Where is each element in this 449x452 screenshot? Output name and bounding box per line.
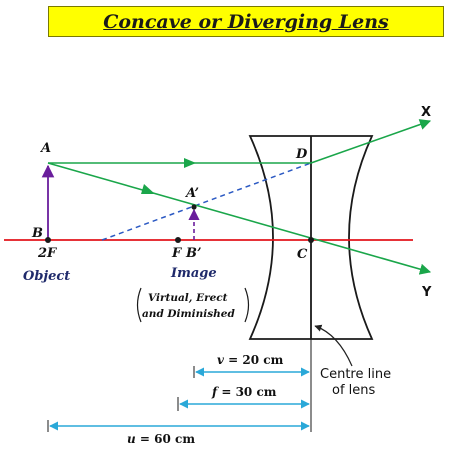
point-2f-dot (45, 237, 51, 243)
label-c: C (297, 247, 308, 262)
virtual-ray-extension (101, 162, 312, 241)
label-2f: 2F (37, 246, 57, 261)
parallel-ray-arrow (184, 158, 196, 168)
diagram-title: Concave or Diverging Lens (103, 10, 389, 33)
note-bracket-left (136, 287, 142, 323)
label-a: A (39, 141, 51, 156)
f-dimension-label: f = 30 cm (211, 385, 277, 399)
point-f-dot (175, 237, 181, 243)
label-b-prime: B’ (185, 246, 202, 261)
label-d: D (295, 147, 308, 162)
u-dimension-label: u = 60 cm (127, 432, 195, 446)
label-x: X (421, 105, 431, 120)
central-ray (47, 162, 432, 275)
refracted-ray-x (310, 119, 432, 164)
label-f: F (171, 246, 182, 261)
f-value: = 30 cm (217, 385, 277, 399)
point-c-dot (308, 237, 314, 243)
centre-line-caption-2: of lens (332, 383, 376, 398)
label-a-prime: A’ (184, 186, 199, 201)
title-banner: Concave or Diverging Lens (48, 6, 444, 37)
v-dimension-label: v = 20 cm (217, 353, 284, 367)
v-value: = 20 cm (224, 353, 284, 367)
label-b: B (31, 226, 43, 241)
f-variable: f (211, 385, 219, 399)
central-ray-arrow (141, 184, 155, 194)
centre-line-caption-1: Centre line (320, 367, 391, 382)
point-a-prime-dot (191, 204, 197, 210)
concave-lens (248, 135, 374, 340)
u-value: = 60 cm (136, 432, 196, 446)
centre-line-pointer (314, 324, 353, 367)
object-caption: Object (23, 269, 70, 284)
image-nature-line-1: Virtual, Erect (148, 292, 228, 304)
image-caption: Image (170, 266, 217, 281)
note-bracket-right (244, 287, 250, 323)
u-variable: u (127, 432, 136, 446)
label-y: Y (421, 285, 432, 300)
image-nature-line-2: and Diminished (142, 308, 235, 320)
v-variable: v (217, 353, 225, 367)
